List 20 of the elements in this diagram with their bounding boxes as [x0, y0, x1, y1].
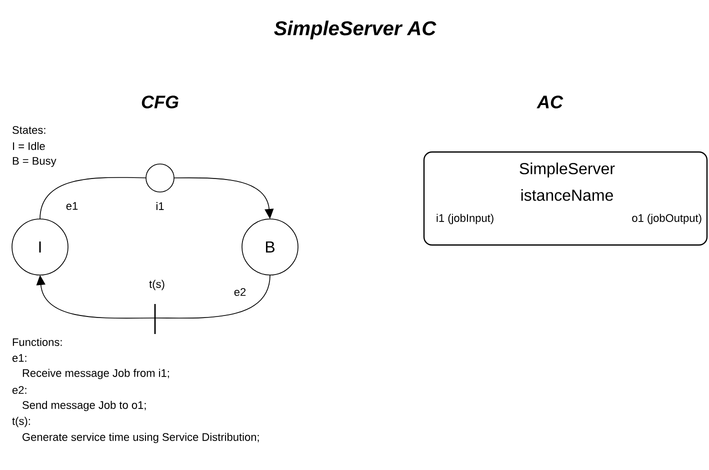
note: Generate service time using Service Distribution; — [22, 432, 259, 444]
note: t(s): — [12, 416, 30, 428]
note: States: — [12, 126, 46, 134]
note: e1: — [12, 354, 26, 362]
event-label: e1 — [66, 202, 78, 210]
edge-label: i1 — [156, 202, 164, 210]
edge-label: t(s) — [149, 280, 164, 290]
note: Receive message Job from i1; — [22, 368, 169, 380]
note: I = Idle — [13, 142, 45, 150]
arrow — [40, 177, 274, 220]
title: SimpleServer AC — [274, 20, 436, 40]
component-box: SimpleServer istanceName i1 (jobInput) o1 (jobOutput) — [423, 151, 708, 246]
arrow — [36, 274, 270, 319]
note: B = Busy — [12, 157, 56, 167]
note: e2: — [12, 386, 26, 394]
heading: AC — [536, 96, 564, 108]
note: Send message Job to o1; — [22, 400, 146, 412]
note: Functions: — [12, 338, 62, 346]
heading: CFG — [142, 96, 178, 108]
event-label: e2 — [234, 288, 246, 296]
